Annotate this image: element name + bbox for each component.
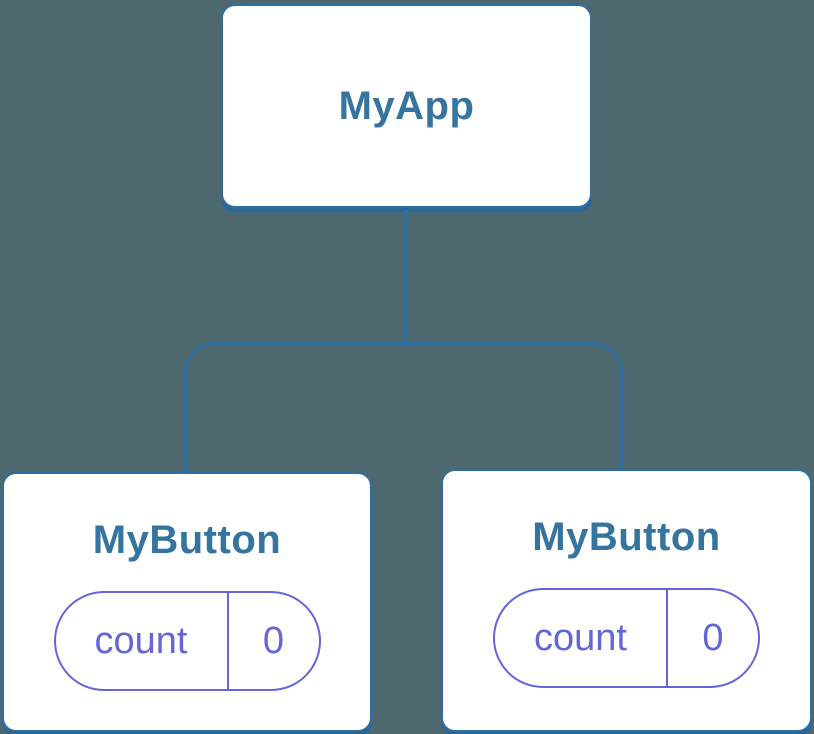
- node-mybutton-left-label: MyButton: [92, 518, 282, 562]
- state-name-right: count: [495, 590, 668, 686]
- node-mybutton-right: MyButton count 0: [441, 469, 812, 732]
- node-mybutton-right-label: MyButton: [532, 515, 721, 559]
- state-value-left: 0: [262, 619, 285, 662]
- state-name-left: count: [56, 593, 229, 689]
- connector-fork: [184, 342, 623, 472]
- state-value-right: 0: [702, 616, 724, 659]
- state-pill-left: count 0: [53, 591, 321, 691]
- node-myapp-label: MyApp: [338, 84, 475, 128]
- connector-stem: [404, 210, 408, 344]
- node-myapp: MyApp: [221, 4, 592, 208]
- node-mybutton-left: MyButton count 0: [2, 472, 372, 732]
- state-pill-right: count 0: [493, 588, 760, 688]
